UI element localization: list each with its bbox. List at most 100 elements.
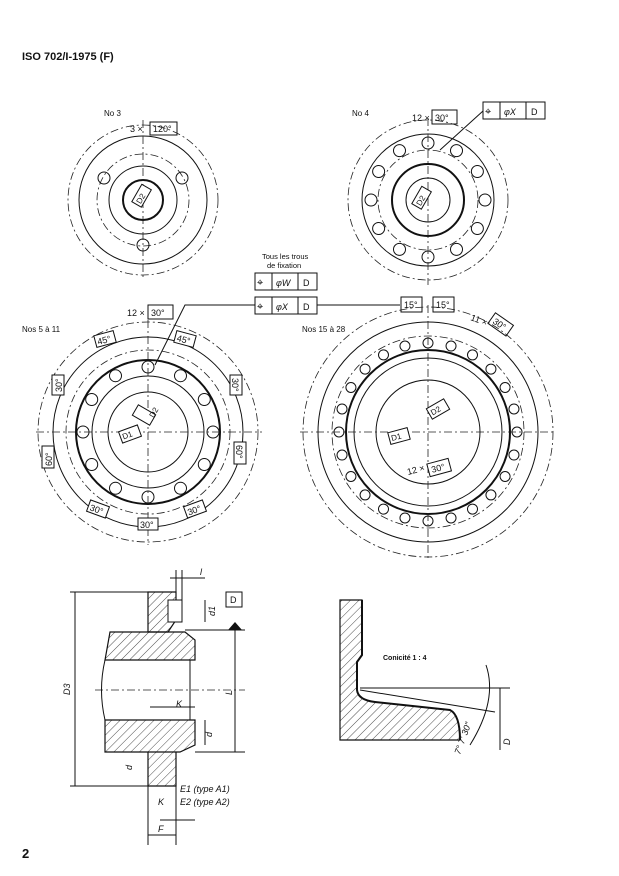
- common-tolerance: Tous les trous de fixation ⌖ φW D ⌖ φX D: [154, 252, 400, 366]
- svg-text:30°: 30°: [88, 503, 105, 517]
- svg-text:12 ×: 12 ×: [127, 308, 145, 318]
- bolt-hole: [445, 512, 457, 524]
- bolt-hole: [345, 382, 357, 393]
- bolt-hole: [450, 242, 463, 256]
- bolt-hole: [336, 449, 348, 461]
- bolt-hole: [174, 369, 187, 383]
- section-view: D l d1 D3 L K d d E1 (type A1) E2 (type …: [62, 567, 245, 845]
- bolt-hole: [336, 403, 348, 415]
- bolt-hole: [508, 449, 520, 461]
- svg-text:de fixation: de fixation: [267, 261, 301, 270]
- bolt-hole: [399, 340, 411, 352]
- bolt-hole: [109, 481, 122, 495]
- bolt-hole: [499, 471, 511, 482]
- page-number: 2: [22, 846, 29, 861]
- svg-text:15°: 15°: [436, 300, 450, 310]
- bolt-hole: [378, 349, 389, 361]
- bolt-hole: [508, 403, 520, 415]
- svg-text:D3: D3: [62, 683, 72, 695]
- svg-text:K: K: [176, 699, 183, 709]
- bolt-hole: [109, 369, 122, 383]
- tolerance-frame: ⌖ φX D: [439, 101, 546, 151]
- svg-text:K: K: [158, 797, 165, 807]
- bolt-hole: [372, 222, 386, 235]
- svg-text:⌖: ⌖: [257, 301, 263, 313]
- svg-text:Nos 5 à 11: Nos 5 à 11: [22, 325, 61, 334]
- figure-label: No 4: [352, 109, 369, 118]
- svg-text:d: d: [204, 731, 214, 737]
- svg-text:60°: 60°: [44, 452, 54, 466]
- figure-no4: No 4 12 × 30° ⌖ φX D D2: [347, 101, 546, 285]
- bolt-hole: [450, 144, 463, 158]
- svg-text:30°: 30°: [140, 520, 154, 530]
- count-label: 12 ×: [412, 113, 430, 123]
- svg-text:E1 (type A1): E1 (type A1): [180, 784, 230, 794]
- bolt-hole: [85, 458, 99, 471]
- bolt-hole: [467, 503, 478, 515]
- figure-no3: No 3 3 × 120° D2: [67, 109, 219, 280]
- svg-text:45°: 45°: [176, 333, 192, 346]
- svg-text:30°: 30°: [186, 503, 203, 517]
- bolt-hole: [470, 222, 484, 235]
- bolt-hole: [174, 481, 187, 495]
- figure-no15-28: Nos 15 à 28 15° 15° 11 × 30° D1 D2 12 × …: [300, 296, 556, 560]
- bolt-hole: [364, 193, 378, 207]
- angle-label: 30°: [435, 113, 449, 123]
- bolt-hole: [467, 349, 478, 361]
- bolt-hole: [359, 489, 371, 501]
- bolt-hole: [345, 471, 357, 482]
- taper-detail: Conicité 1 : 4 7° 7′ 30″ D: [339, 599, 512, 756]
- svg-text:D: D: [531, 107, 538, 117]
- svg-text:Conicité 1 : 4: Conicité 1 : 4: [383, 655, 427, 662]
- svg-text:l: l: [200, 567, 203, 577]
- bolt-hole: [393, 144, 406, 158]
- bolt-hole: [485, 489, 497, 501]
- bolt-hole: [393, 242, 406, 256]
- svg-text:30°: 30°: [151, 308, 165, 318]
- bolt-hole: [378, 503, 389, 515]
- svg-text:D1: D1: [390, 431, 403, 442]
- svg-text:F: F: [158, 824, 164, 834]
- svg-text:D1: D1: [121, 429, 134, 441]
- svg-text:φX: φX: [504, 107, 517, 117]
- svg-text:30°: 30°: [230, 378, 240, 392]
- svg-text:D: D: [502, 738, 512, 745]
- svg-text:60°: 60°: [234, 445, 244, 459]
- svg-text:12 ×: 12 ×: [406, 463, 426, 477]
- svg-text:Tous les trous: Tous les trous: [262, 252, 309, 261]
- svg-text:⌖: ⌖: [257, 277, 263, 289]
- angle-label: 120°: [153, 124, 172, 134]
- bolt-hole: [445, 340, 457, 352]
- figure-label: No 3: [104, 109, 121, 118]
- svg-text:11 ×: 11 ×: [469, 312, 488, 327]
- bolt-hole: [499, 382, 511, 393]
- svg-text:15°: 15°: [404, 300, 418, 310]
- svg-text:D: D: [230, 595, 237, 605]
- figure-no5-11: Nos 5 à 11 12 × 30° 45° 45° 30° 30° 60° …: [22, 304, 262, 545]
- bolt-hole: [485, 363, 497, 375]
- bolt-hole: [197, 458, 211, 471]
- header-standard: ISO 702/I-1975 (F): [22, 51, 114, 63]
- bolt-hole: [470, 165, 484, 178]
- svg-text:D: D: [303, 278, 310, 288]
- svg-text:φX: φX: [276, 302, 289, 312]
- bolt-hole: [478, 193, 492, 207]
- svg-text:45°: 45°: [96, 334, 112, 347]
- svg-text:d: d: [124, 764, 134, 770]
- svg-text:φW: φW: [276, 278, 292, 288]
- svg-text:D: D: [303, 302, 310, 312]
- angle-box: [149, 121, 178, 136]
- svg-text:⌖: ⌖: [485, 106, 491, 118]
- svg-text:30°: 30°: [430, 462, 446, 475]
- svg-text:Nos 15 à 28: Nos 15 à 28: [302, 325, 346, 334]
- svg-text:L: L: [224, 690, 234, 695]
- svg-text:E2 (type A2): E2 (type A2): [180, 797, 230, 807]
- bolt-hole: [197, 393, 211, 406]
- bolt-hole: [399, 512, 411, 524]
- bolt-hole: [359, 363, 371, 375]
- count-label: 3 ×: [130, 124, 143, 134]
- svg-text:30°: 30°: [54, 378, 64, 392]
- bolt-hole: [372, 165, 386, 178]
- bolt-hole: [85, 393, 99, 406]
